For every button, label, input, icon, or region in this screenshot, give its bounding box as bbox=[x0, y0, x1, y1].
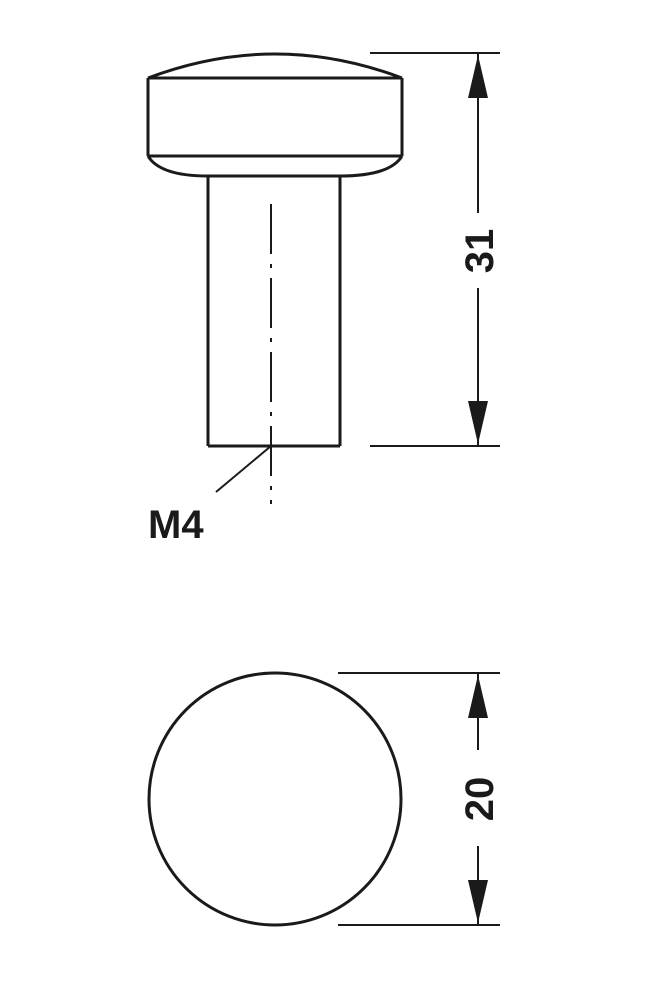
height-arrow-top bbox=[468, 55, 488, 98]
height-arrow-bottom bbox=[468, 401, 488, 444]
diameter-dimension-value: 20 bbox=[458, 777, 502, 822]
thread-leader-line bbox=[215, 445, 272, 493]
height-dimension-value: 31 bbox=[458, 229, 502, 274]
thread-label: M4 bbox=[148, 503, 204, 547]
knob-front-view bbox=[147, 671, 403, 927]
knob-side-view bbox=[146, 52, 404, 448]
knob-head-dome bbox=[147, 52, 403, 80]
diameter-arrow-top bbox=[468, 675, 488, 718]
diameter-arrow-bottom bbox=[468, 880, 488, 923]
knob-head-underside bbox=[146, 155, 404, 178]
